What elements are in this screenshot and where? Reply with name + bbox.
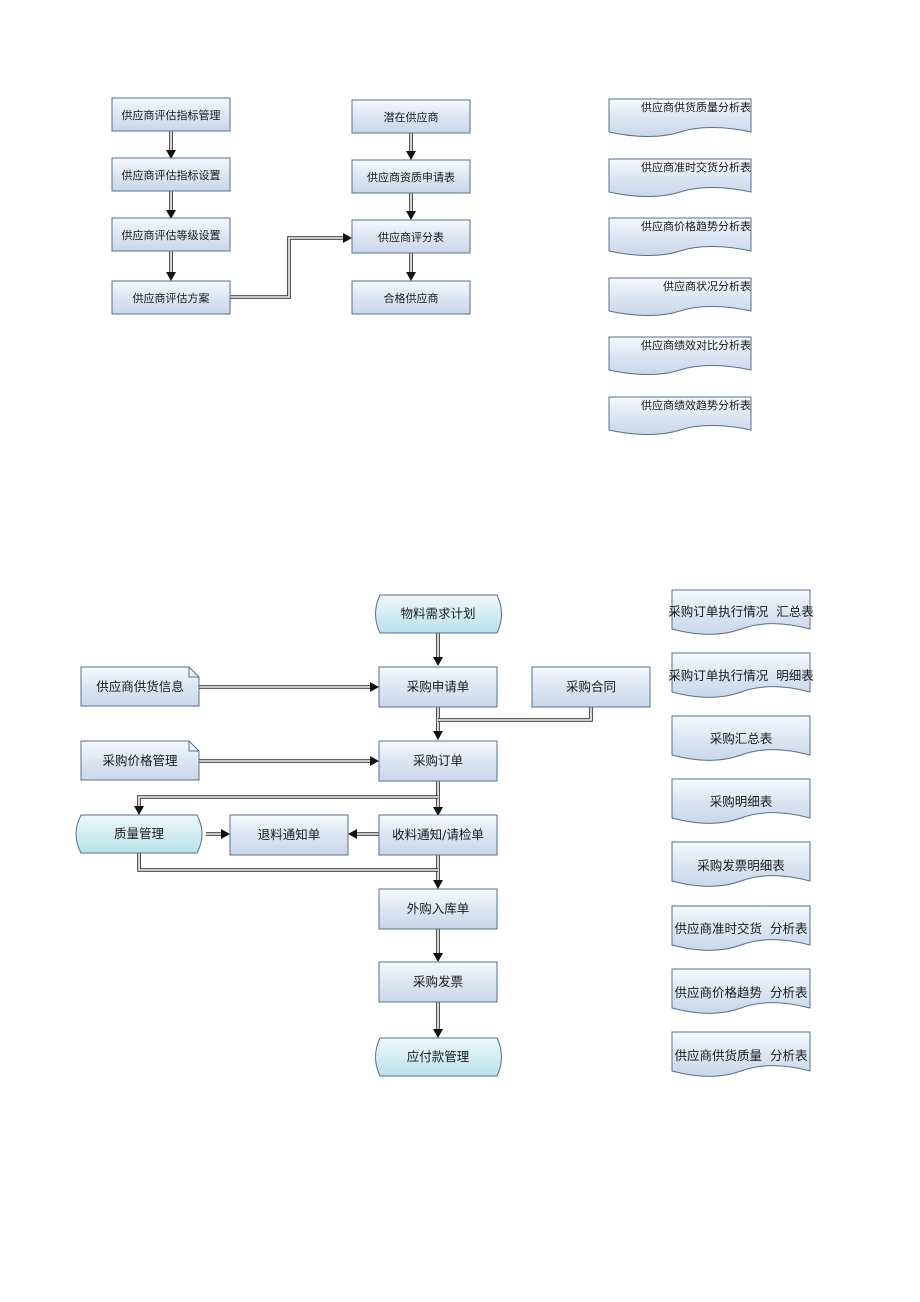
node-label: 供应商供货信息 [96, 679, 184, 694]
node-eval-index-setting[interactable]: 供应商评估指标设置 [111, 157, 231, 192]
node-label: 合格供应商 [384, 291, 439, 305]
node-eval-plan[interactable]: 供应商评估方案 [111, 280, 231, 315]
report-performance-trend[interactable]: 供应商绩效趋势分析表 [608, 396, 752, 435]
report-label: 供应商状况分析表 [663, 279, 751, 293]
node-label: 供应商评估指标设置 [122, 168, 221, 182]
connector-qual-2-3 [406, 193, 416, 220]
report-label: 供应商准时交货分析表 [641, 160, 751, 174]
node-qualified-supplier[interactable]: 合格供应商 [351, 280, 471, 315]
node-material-plan[interactable]: 物料需求计划 [375, 594, 502, 634]
node-receive-notice[interactable]: 收料通知/请检单 [378, 814, 498, 856]
report-label: 采购发票明细表 [697, 858, 785, 873]
node-supplier-scorecard[interactable]: 供应商评分表 [351, 219, 471, 254]
report-label: 供应商价格趋势分析表 [641, 219, 751, 233]
node-label: 物料需求计划 [400, 606, 475, 621]
connector-plan-to-score [230, 233, 352, 299]
node-label: 收料通知/请检单 [392, 827, 484, 842]
node-label: 质量管理 [114, 826, 165, 841]
report-label: 采购汇总表 [710, 731, 773, 746]
node-supply-info[interactable]: 供应商供货信息 [80, 666, 200, 707]
report-label: 供应商准时交货 分析表 [675, 921, 808, 936]
node-label: 采购合同 [566, 679, 616, 694]
report-label: 供应商绩效趋势分析表 [641, 398, 751, 412]
connector-qual-3-4 [406, 253, 416, 281]
node-purchase-invoice[interactable]: 采购发票 [378, 961, 498, 1003]
node-warehouse-in[interactable]: 外购入库单 [378, 888, 498, 930]
report-performance-compare[interactable]: 供应商绩效对比分析表 [608, 336, 752, 375]
evaluation-flow: 供应商评估指标管理 供应商评估指标设置 供应商评估等级设置 供应商评估方案 [111, 97, 231, 315]
connector-invoice-to-payable [433, 1002, 443, 1038]
connector-price-to-order [199, 756, 379, 766]
node-payable-mgmt[interactable]: 应付款管理 [375, 1037, 502, 1077]
node-label: 供应商评估方案 [133, 291, 210, 305]
node-qualification-application[interactable]: 供应商资质申请表 [351, 159, 471, 194]
node-eval-index-mgmt[interactable]: 供应商评估指标管理 [111, 97, 231, 132]
connector-warehouse-to-invoice [433, 929, 443, 962]
node-quality-mgmt[interactable]: 质量管理 [75, 814, 203, 854]
report-label: 供应商价格趋势 分析表 [675, 985, 808, 1000]
report-supply-quality[interactable]: 供应商供货质量分析表 [608, 98, 752, 137]
report-label: 采购订单执行情况 明细表 [668, 668, 814, 683]
report-on-time-delivery-2[interactable]: 供应商准时交货 分析表 [671, 905, 811, 951]
report-invoice-detail[interactable]: 采购发票明细表 [671, 841, 811, 887]
connectors [134, 131, 593, 1038]
node-label: 供应商评估等级设置 [122, 228, 221, 242]
report-purchase-detail[interactable]: 采购明细表 [671, 778, 811, 824]
report-label: 采购明细表 [710, 794, 773, 809]
connector-contract-to-order [438, 707, 593, 722]
node-label: 外购入库单 [407, 901, 470, 916]
report-price-trend[interactable]: 供应商价格趋势分析表 [608, 217, 752, 256]
report-supply-quality-2[interactable]: 供应商供货质量 分析表 [671, 1031, 811, 1077]
connector-qual-1-2 [406, 133, 416, 160]
report-supplier-status[interactable]: 供应商状况分析表 [608, 277, 752, 316]
node-label: 退料通知单 [258, 827, 321, 842]
qualification-flow: 潜在供应商 供应商资质申请表 供应商评分表 合格供应商 [351, 99, 471, 315]
connector-eval-3-4 [166, 251, 176, 281]
connector-receive-to-warehouse [433, 855, 443, 889]
node-label: 应付款管理 [407, 1049, 470, 1064]
purchase-reports: 采购订单执行情况 汇总表 采购订单执行情况 明细表 采购汇总表 采购明细表 采购… [668, 589, 814, 1077]
node-label: 采购发票 [413, 974, 463, 989]
report-order-exec-detail[interactable]: 采购订单执行情况 明细表 [668, 652, 814, 698]
connector-quality-to-return [206, 829, 230, 839]
node-label: 采购价格管理 [102, 753, 178, 768]
report-order-exec-summary[interactable]: 采购订单执行情况 汇总表 [668, 589, 814, 635]
node-price-mgmt[interactable]: 采购价格管理 [80, 740, 200, 781]
report-purchase-summary[interactable]: 采购汇总表 [671, 715, 811, 761]
connector-order-to-receive [433, 781, 443, 816]
node-label: 供应商评分表 [378, 230, 444, 244]
node-label: 供应商资质申请表 [367, 170, 455, 184]
connector-plan-to-request [433, 633, 443, 666]
report-label: 供应商供货质量分析表 [641, 100, 751, 114]
node-purchase-request[interactable]: 采购申请单 [378, 666, 498, 708]
report-label: 采购订单执行情况 汇总表 [668, 604, 814, 619]
report-price-trend-2[interactable]: 供应商价格趋势 分析表 [671, 968, 811, 1014]
node-potential-supplier[interactable]: 潜在供应商 [351, 99, 471, 134]
node-eval-grade-setting[interactable]: 供应商评估等级设置 [111, 217, 231, 252]
node-label: 供应商评估指标管理 [122, 108, 221, 122]
node-label: 潜在供应商 [384, 110, 439, 124]
report-on-time-delivery[interactable]: 供应商准时交货分析表 [608, 158, 752, 197]
report-label: 供应商供货质量 分析表 [675, 1048, 808, 1063]
report-label: 供应商绩效对比分析表 [641, 338, 751, 352]
connector-supplyinfo-to-request [199, 682, 379, 692]
node-label: 采购订单 [413, 753, 463, 768]
node-return-notice[interactable]: 退料通知单 [229, 814, 349, 856]
connector-eval-2-3 [166, 191, 176, 219]
connector-eval-1-2 [166, 131, 176, 159]
connector-order-to-quality [134, 795, 438, 815]
connector-request-to-order [433, 707, 443, 740]
supplier-reports: 供应商供货质量分析表 供应商准时交货分析表 供应商价格趋势分析表 供应商状况分析… [608, 98, 752, 435]
node-label: 采购申请单 [407, 679, 470, 694]
connector-quality-to-warehouse [137, 853, 438, 872]
node-purchase-contract[interactable]: 采购合同 [531, 666, 651, 708]
connector-receive-to-return [348, 829, 379, 839]
node-purchase-order[interactable]: 采购订单 [378, 740, 498, 782]
purchase-flow: 物料需求计划 供应商供货信息 采购申请单 采购合同 采购价格管理 采购订单 [75, 594, 651, 1077]
